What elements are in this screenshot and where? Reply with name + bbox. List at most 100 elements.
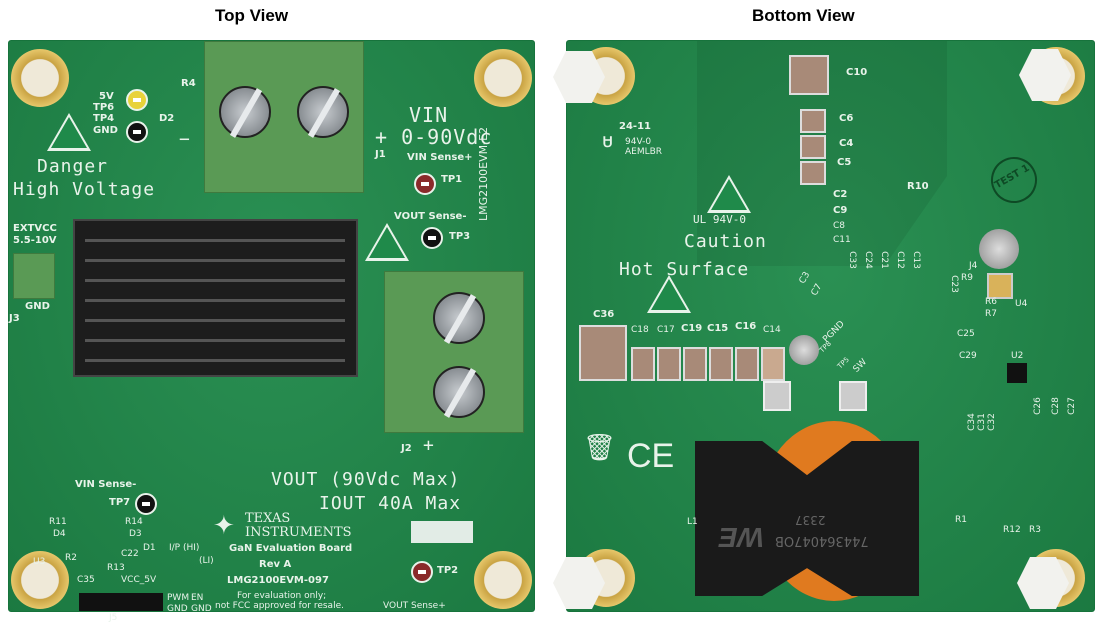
silk-d4: D4 xyxy=(53,529,66,539)
vin-range-label: + 0-90Vdc xyxy=(375,125,493,149)
silk-c4: C4 xyxy=(839,138,854,149)
silk-tp2: TP2 xyxy=(437,565,459,576)
capacitor-c19 xyxy=(683,347,707,381)
high-voltage-warning-icon xyxy=(707,175,751,213)
silk-c13: C13 xyxy=(910,251,921,269)
silk-c25: C25 xyxy=(957,329,975,339)
silk-gnd: GND xyxy=(93,125,118,136)
silk-tp5: TP5 xyxy=(836,355,851,371)
vin-label: VIN xyxy=(409,103,449,127)
header-j5 xyxy=(79,593,163,611)
silk-plus: + xyxy=(423,435,435,456)
silk-c15: C15 xyxy=(707,323,729,334)
disclaimer-line1: For evaluation only; xyxy=(237,591,327,601)
silk-c36: C36 xyxy=(593,309,615,320)
mounting-hole xyxy=(11,49,69,107)
silk-j1: J1 xyxy=(375,149,386,160)
ul-logo-icon: Ꮜ xyxy=(603,135,613,151)
silk-gnd-j3: GND xyxy=(25,301,50,312)
silk-r13: R13 xyxy=(107,563,125,573)
ti-logo-line2: Instruments xyxy=(245,525,352,540)
part-number-label: LMG2100EVM-097 xyxy=(227,575,329,586)
capacitor-c36 xyxy=(579,325,627,381)
test-point-tp4 xyxy=(126,121,148,143)
silk-c11: C11 xyxy=(833,235,851,245)
silk-minus: − xyxy=(179,129,191,150)
disclaimer-line2: not FCC approved for resale. xyxy=(215,601,344,611)
silk-c28: C28 xyxy=(1050,397,1061,415)
silk-en: EN xyxy=(191,593,204,603)
ul-rating: 94V-0 xyxy=(625,137,652,147)
bottom-view-board: 24-11 Ꮜ 94V-0 AEMLBR C10 C6 C4 C5 C2 C9 … xyxy=(553,40,1095,612)
silk-c22: C22 xyxy=(121,549,139,559)
silk-tp6: TP6 xyxy=(93,102,115,113)
silk-vcc5v: VCC_5V xyxy=(121,575,157,585)
ic-u2 xyxy=(1007,363,1027,383)
silk-j4: J4 xyxy=(969,261,978,271)
silk-io-hi: I/P (HI) xyxy=(169,543,200,553)
capacitor-c5 xyxy=(800,161,826,185)
capacitor-c4 xyxy=(800,135,826,159)
silk-c5: C5 xyxy=(837,157,852,168)
vout-rating-label: VOUT (90Vdc Max) xyxy=(271,469,461,490)
vout-sense-minus-label: VOUT Sense- xyxy=(394,211,467,222)
silk-d2: D2 xyxy=(159,113,175,124)
weee-bin-icon: 🗑 xyxy=(583,433,617,463)
silk-u4: U4 xyxy=(1015,299,1028,309)
inductor-part-number: 744364047OB xyxy=(775,533,869,548)
danger-label: Danger xyxy=(37,156,109,177)
silk-r10: R10 xyxy=(907,181,929,192)
we-logo: WE xyxy=(719,522,765,553)
ul94-label: UL 94V-0 xyxy=(693,213,746,226)
silk-extvcc: EXTVCC xyxy=(13,223,57,234)
vin-sense-plus-label: VIN Sense+ xyxy=(407,152,473,163)
silk-j3: J3 xyxy=(9,313,20,324)
high-voltage-warning-icon xyxy=(47,113,91,151)
test-point-tp6 xyxy=(126,89,148,111)
test-point-tp3 xyxy=(421,227,443,249)
capacitor-c15 xyxy=(709,347,733,381)
silk-c21: C21 xyxy=(878,251,889,269)
capacitor-c18 xyxy=(631,347,655,381)
test-stamp: TEST 1 xyxy=(982,148,1046,212)
silk-li: (LI) xyxy=(199,556,214,566)
mounting-hole xyxy=(11,551,69,609)
label-sticker xyxy=(411,521,473,543)
capacitor-c10 xyxy=(789,55,829,95)
silk-c29: C29 xyxy=(959,351,977,361)
silk-c35: C35 xyxy=(77,575,95,585)
capacitor-c6 xyxy=(800,109,826,133)
test-point-tp1 xyxy=(414,173,436,195)
silk-c7: C7 xyxy=(809,282,825,298)
silk-c6: C6 xyxy=(839,113,854,124)
silk-c9: C9 xyxy=(833,205,848,216)
silk-tp7: TP7 xyxy=(109,497,131,508)
capacitor-c16 xyxy=(735,347,759,381)
silk-c14: C14 xyxy=(763,325,781,335)
silk-r14: R14 xyxy=(125,517,143,527)
silk-r7: R7 xyxy=(985,309,997,319)
silk-r1: R1 xyxy=(955,515,967,525)
hot-surface-warning-icon xyxy=(365,223,409,261)
terminal-screw xyxy=(433,366,485,418)
silk-c26: C26 xyxy=(1032,397,1043,415)
heatsink xyxy=(73,219,358,377)
nylon-standoff xyxy=(553,557,605,609)
terminal-screw xyxy=(219,86,271,138)
silk-c2: C2 xyxy=(833,189,848,200)
silk-d3: D3 xyxy=(129,529,142,539)
silk-r6: R6 xyxy=(985,297,997,307)
silk-pwm: PWM xyxy=(167,593,190,603)
inductor-terminal xyxy=(763,381,791,411)
silk-c31: C31 xyxy=(976,413,987,431)
silk-5v: 5V xyxy=(99,91,114,102)
silk-u3: U3 xyxy=(33,557,46,567)
silk-c17: C17 xyxy=(657,325,675,335)
silk-c10: C10 xyxy=(846,67,868,78)
silk-tp1: TP1 xyxy=(441,174,463,185)
silk-tp3: TP3 xyxy=(449,231,471,242)
eval-board-label: GaN Evaluation Board xyxy=(229,543,353,554)
board-id-vertical: LMG2100EVM-E2 xyxy=(477,126,490,221)
ce-mark: CE xyxy=(627,437,675,475)
ti-logo-icon: ✦ xyxy=(213,511,235,541)
